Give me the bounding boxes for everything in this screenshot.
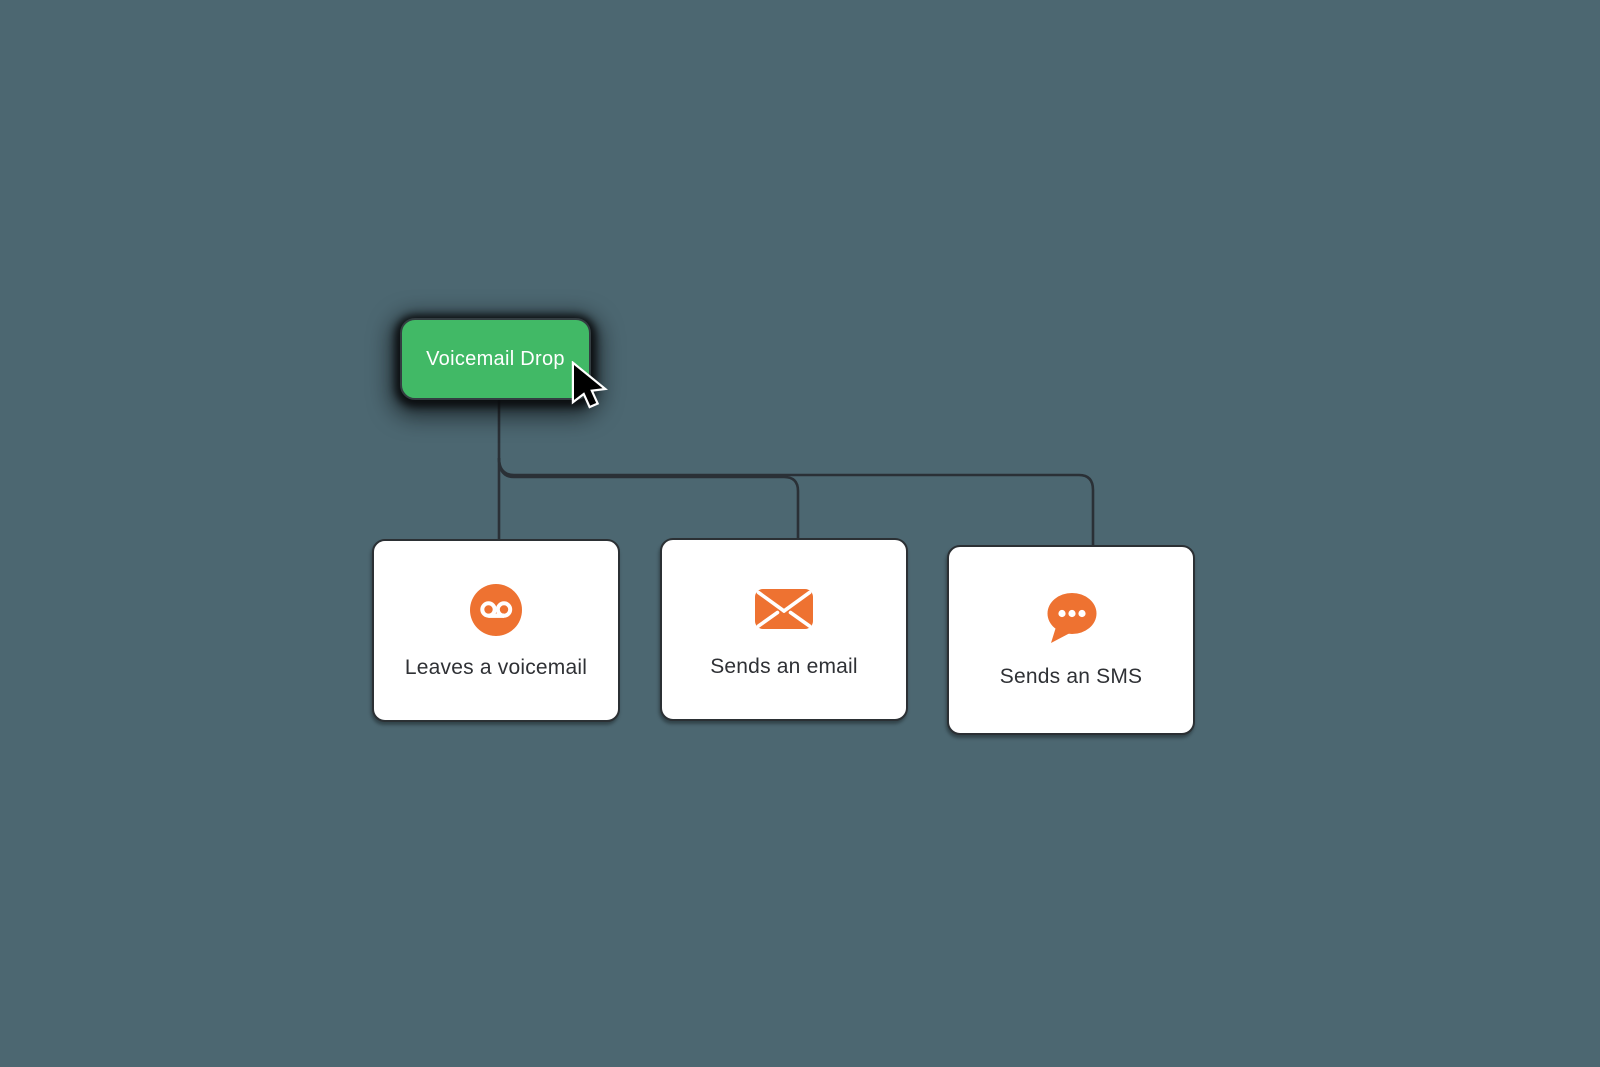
- trigger-node-voicemail-drop[interactable]: Voicemail Drop: [400, 318, 591, 400]
- email-envelope-icon: [755, 581, 813, 637]
- voicemail-icon: [469, 582, 523, 638]
- action-card-sends-email[interactable]: Sends an email: [660, 538, 908, 721]
- sms-chat-bubble-icon: [1045, 591, 1097, 647]
- action-card-sends-sms[interactable]: Sends an SMS: [947, 545, 1195, 735]
- action-label: Sends an SMS: [999, 665, 1143, 688]
- action-label: Sends an email: [710, 654, 858, 678]
- connector-trigger-to-sms: [497, 457, 1095, 545]
- trigger-label: Voicemail Drop: [426, 347, 565, 370]
- connector-trigger-to-email: [497, 457, 800, 538]
- action-label: Leaves a voicemail: [404, 655, 588, 679]
- action-card-leaves-voicemail[interactable]: Leaves a voicemail: [372, 539, 620, 722]
